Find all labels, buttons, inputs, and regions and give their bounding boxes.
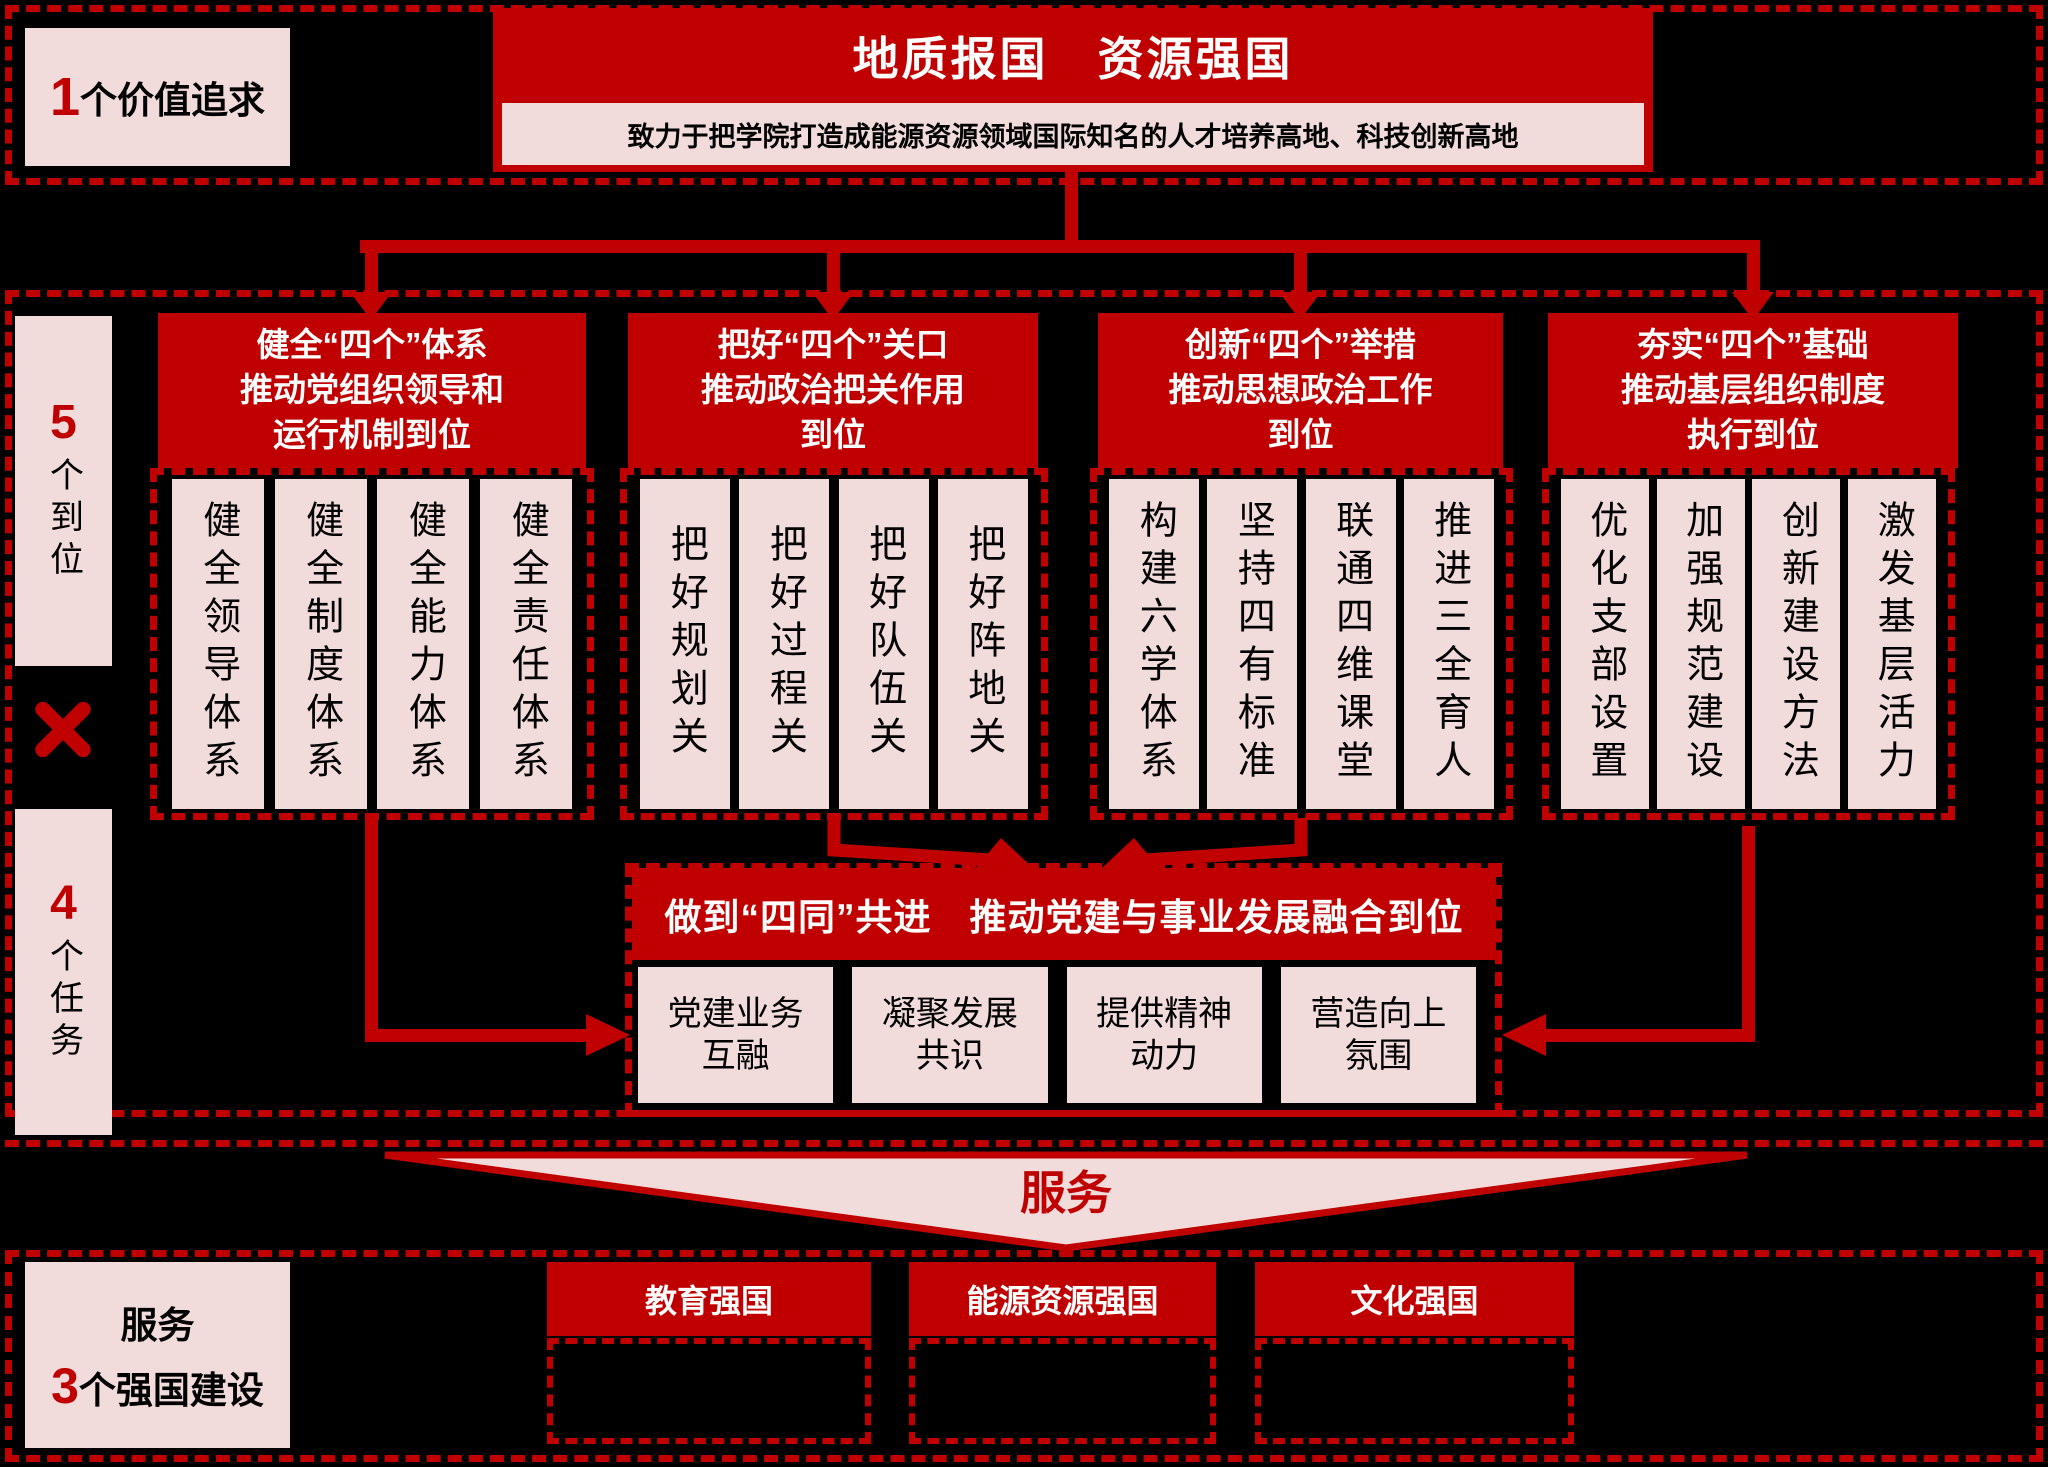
side-five-text: 个到位 (44, 457, 83, 583)
list-item: 把好过程关 (739, 479, 830, 809)
section-bottom-border (5, 1250, 2043, 1462)
list-item: 健全能力体系 (377, 479, 470, 809)
connector-drop-1 (365, 240, 378, 296)
title-banner: 地质报国 资源强国 致力于把学院打造成能源资源领域国际知名的人才培养高地、科技创… (493, 8, 1653, 172)
list-item: 创新建设方法 (1752, 479, 1841, 809)
value-pursuit-number: 1 (49, 67, 81, 127)
list-item: 联通四维课堂 (1305, 479, 1396, 809)
list-item: 构建六学体系 (1109, 479, 1200, 809)
bottom-label: 服务 3个强国建设 (25, 1262, 290, 1448)
side-four-number: 4 (50, 877, 77, 930)
funnel-label: 服务 (1020, 1167, 1112, 1219)
fusion-group-border (625, 863, 1502, 1117)
arrow-right-icon (586, 1014, 630, 1056)
goal-header-energy: 能源资源强国 (909, 1262, 1216, 1336)
connector-col4-vertical (1742, 826, 1755, 1042)
side-five-number: 5 (50, 396, 77, 449)
goal-header-culture: 文化强国 (1255, 1262, 1574, 1336)
list-item: 健全责任体系 (480, 479, 573, 809)
list-item: 把好队伍关 (838, 479, 929, 809)
column-header-3: 创新“四个”举措 推动思想政治工作 到位 (1098, 313, 1503, 468)
side-label-five: 5 个到位 (15, 316, 112, 666)
fusion-card: 凝聚发展 共识 (852, 967, 1048, 1103)
list-item: 激发基层活力 (1848, 479, 1937, 809)
arrow-left-icon (1502, 1014, 1546, 1056)
list-item: 把好规划关 (640, 479, 731, 809)
fusion-banner: 做到“四同”共进 推动党建与事业发展融合到位 (632, 868, 1496, 960)
list-item: 健全制度体系 (274, 479, 367, 809)
connector-title-stem (1065, 172, 1078, 246)
list-item: 坚持四有标准 (1207, 479, 1298, 809)
connector-col4-horizontal (1546, 1029, 1755, 1042)
goal-box-energy (909, 1338, 1216, 1444)
title-subtitle: 致力于把学院打造成能源资源领域国际知名的人才培养高地、科技创新高地 (502, 103, 1644, 165)
goal-box-culture (1255, 1338, 1574, 1444)
fusion-cards-row: 党建业务 互融 凝聚发展 共识 提供精神 动力 营造向上 氛围 (638, 967, 1476, 1103)
goal-header-education: 教育强国 (547, 1262, 871, 1336)
bottom-label-number: 3 (51, 1358, 79, 1414)
column-group-1: 健全领导体系 健全制度体系 健全能力体系 健全责任体系 (150, 468, 594, 820)
goal-box-education (547, 1338, 871, 1444)
column-group-4: 优化支部设置 加强规范建设 创新建设方法 激发基层活力 (1542, 468, 1955, 820)
fusion-card: 营造向上 氛围 (1280, 967, 1476, 1103)
list-item: 优化支部设置 (1560, 479, 1649, 809)
cross-icon (27, 694, 99, 766)
side-label-four: 4 个任务 (15, 809, 112, 1135)
value-pursuit-text: 个价值追求 (80, 80, 266, 121)
column-header-2: 把好“四个”关口 推动政治把关作用 到位 (628, 313, 1038, 468)
fusion-card: 党建业务 互融 (638, 967, 834, 1103)
connector-distribution-bar (360, 240, 1760, 253)
title-main: 地质报国 资源强国 (852, 33, 1294, 85)
connector-drop-3 (1294, 240, 1307, 296)
column-header-4: 夯实“四个”基础 推动基层组织制度 执行到位 (1548, 313, 1958, 468)
list-item: 健全领导体系 (171, 479, 264, 809)
connector-drop-2 (827, 240, 840, 296)
side-four-text: 个任务 (44, 938, 83, 1064)
list-item: 加强规范建设 (1656, 479, 1745, 809)
column-group-2: 把好规划关 把好过程关 把好队伍关 把好阵地关 (620, 468, 1048, 820)
column-header-1: 健全“四个”体系 推动党组织领导和 运行机制到位 (158, 313, 586, 468)
list-item: 推进三全育人 (1403, 479, 1494, 809)
column-group-3: 构建六学体系 坚持四有标准 联通四维课堂 推进三全育人 (1090, 468, 1513, 820)
connector-col1-vertical (365, 820, 378, 1042)
connector-col1-horizontal (365, 1029, 590, 1042)
list-item: 把好阵地关 (937, 479, 1028, 809)
bottom-label-line1: 服务 (120, 1305, 195, 1346)
funnel-top-separator (5, 1140, 2043, 1147)
connector-drop-4 (1747, 240, 1760, 296)
fusion-card: 提供精神 动力 (1066, 967, 1262, 1103)
bottom-label-line2: 3个强国建设 (51, 1358, 264, 1414)
